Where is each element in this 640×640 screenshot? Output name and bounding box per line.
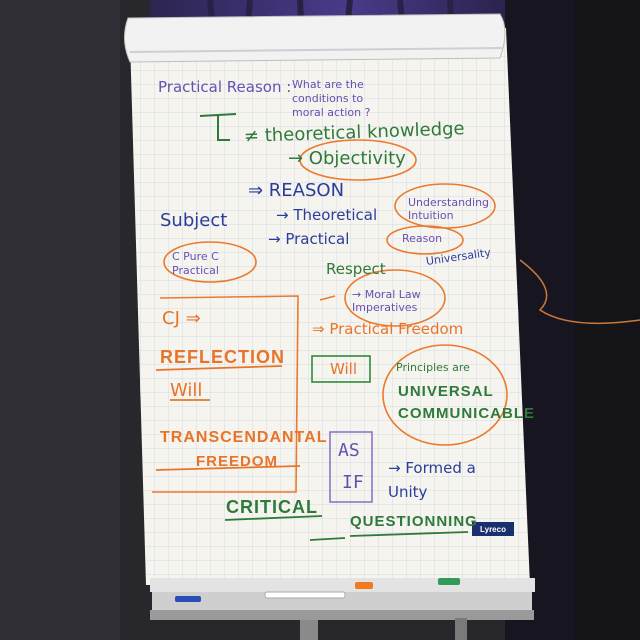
orange-marker[interactable] <box>355 582 373 589</box>
note-reason: ⇒ REASON <box>248 180 345 201</box>
note-if: IF <box>342 472 364 493</box>
note-respect: Respect <box>326 260 386 278</box>
orange-annotations <box>152 139 508 493</box>
note-practical-reason: Practical Reason : <box>158 78 292 96</box>
lyreco-logo <box>472 522 514 536</box>
note-pure-practical: C Pure C Practical <box>172 250 219 277</box>
flipchart-paper <box>124 13 530 585</box>
note-communicable: COMMUNICABLE <box>398 405 535 422</box>
note-critical: CRITICAL <box>226 497 318 517</box>
note-as: AS <box>338 440 360 461</box>
note-question: What are the conditions to moral action … <box>292 78 371 119</box>
note-understanding-intuition: Understanding Intuition <box>408 196 490 222</box>
note-theoretical: → Theoretical <box>276 206 378 224</box>
note-moral-law: → Moral Law Imperatives <box>352 288 421 314</box>
note-practical-freedom: ⇒ Practical Freedom <box>312 320 464 338</box>
easel <box>150 590 534 640</box>
note-freedom: FREEDOM <box>196 453 278 470</box>
note-questionning: QUESTIONNING <box>350 513 478 530</box>
note-principles: Principles are <box>396 361 470 374</box>
lyreco-logo-text: Lyreco <box>480 525 506 534</box>
note-will-green-label: Will <box>330 360 358 378</box>
green-marker[interactable] <box>438 578 460 585</box>
bracket <box>199 113 237 141</box>
marker-tray <box>150 578 535 602</box>
note-cj: CJ ⇒ <box>162 308 201 329</box>
underlines <box>155 365 469 541</box>
white-marker[interactable] <box>264 591 346 599</box>
as-if-box <box>329 431 373 503</box>
note-practical: → Practical <box>268 230 350 248</box>
cable <box>519 259 640 325</box>
note-reflection: REFLECTION <box>160 347 285 367</box>
note-will-orange: Will <box>170 380 203 401</box>
note-transcendental: TRANSCENDANTAL <box>160 429 328 446</box>
note-universal: UNIVERSAL <box>398 383 494 400</box>
note-subject: Subject <box>160 210 228 231</box>
note-formed-a-unity: → Formed a Unity <box>388 459 476 501</box>
will-box <box>311 355 371 383</box>
blue-marker[interactable] <box>175 596 201 602</box>
note-reason-small: Reason <box>402 232 443 245</box>
note-objectivity: → Objectivity <box>288 148 406 169</box>
